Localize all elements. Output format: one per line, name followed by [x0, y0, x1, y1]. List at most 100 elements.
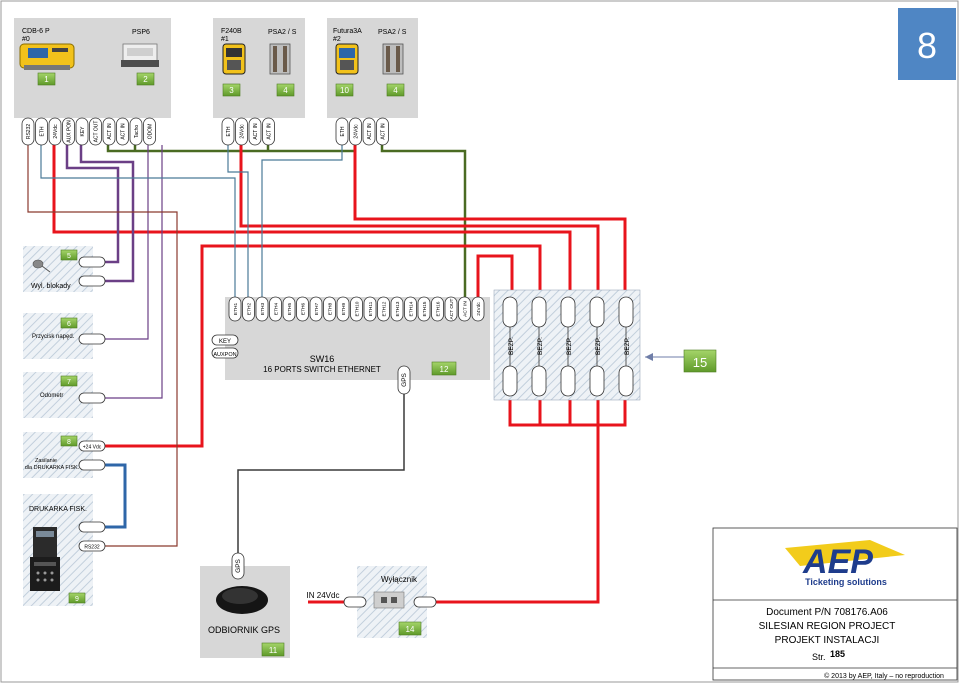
svg-text:ACT IN: ACT IN [121, 123, 127, 140]
svg-text:AUXPON: AUXPON [213, 352, 236, 358]
svg-text:ETH12: ETH12 [382, 301, 388, 316]
wire-eth-1 [40, 145, 236, 297]
svg-text:ACT IN: ACT IN [267, 123, 273, 140]
switch-key-port: KEY [211, 334, 239, 346]
port-f240-1: 24Vdc [235, 117, 248, 146]
switch-port-15: ETH16 [431, 296, 444, 322]
badge-4a: 4 [276, 83, 295, 97]
device-name-psa2-2: PSA2 / S [378, 29, 407, 36]
switch-port-2: ETH3 [255, 296, 269, 322]
badge-3: 3 [222, 83, 241, 97]
svg-text:ACT IN: ACT IN [463, 301, 469, 317]
device-name-psp6: PSP6 [132, 29, 150, 36]
port-futura-3: ACT IN [376, 117, 389, 146]
switch-gps-port: GPS [397, 365, 411, 395]
switch-port-18: 24Vdc [471, 296, 485, 322]
svg-text:KEY: KEY [80, 126, 86, 137]
port-f240-3: ACT IN [262, 117, 275, 146]
wire-24v-3 [353, 145, 627, 297]
badge-15: 15 [683, 349, 717, 373]
svg-text:ETH14: ETH14 [409, 301, 415, 316]
svg-text:BEZP.: BEZP. [566, 337, 573, 355]
svg-text:ETH: ETH [340, 126, 346, 136]
switch-port-17: ACT IN [458, 296, 471, 322]
wire-24v-main [427, 400, 600, 604]
fuse-2: BEZP. [531, 296, 547, 397]
switch-port-16: ACT OUT [444, 296, 458, 322]
svg-text:2: 2 [143, 75, 148, 84]
wire-24v-2 [239, 145, 600, 297]
svg-text:BEZP.: BEZP. [595, 337, 602, 355]
wiring [27, 145, 684, 604]
svg-text:ETH7: ETH7 [314, 303, 320, 316]
port-f240-0: ETH [221, 117, 235, 146]
page-number: 185 [830, 649, 845, 659]
svg-text:AUX PON: AUX PON [67, 120, 73, 143]
key-switch-icon [32, 259, 44, 269]
svg-text:RS232: RS232 [84, 545, 100, 551]
switch-port-7: ETH8 [323, 296, 336, 322]
port-cdb-1: ETH [35, 117, 48, 146]
install-title: PROJEKT INSTALACJI [775, 635, 880, 646]
switch-port-11: ETH12 [377, 296, 390, 322]
port-cdb-9: ODOM [143, 117, 156, 146]
fuse-3: BEZP. [560, 296, 576, 397]
badge-10: 10 [335, 83, 354, 97]
badge-4b: 4 [386, 83, 405, 97]
svg-text:11: 11 [269, 646, 278, 655]
svg-text:ETH2: ETH2 [247, 303, 253, 316]
port-cdb-3: AUX PON [62, 117, 75, 146]
svg-text:ETH6: ETH6 [301, 303, 307, 316]
left-connector-6 [78, 521, 106, 533]
svg-text:ACT IN: ACT IN [381, 123, 387, 140]
f240b-device-icon [222, 43, 246, 75]
fuse-1: BEZP. [502, 296, 518, 397]
device-name-cdb6: CDB-6 P [22, 28, 50, 35]
main-switch-in-port [343, 596, 367, 608]
badge-1: 1 [37, 72, 56, 86]
wire-24v-sw [476, 254, 514, 297]
cdb6-device-icon [19, 43, 75, 70]
svg-text:ETH3: ETH3 [260, 303, 266, 316]
svg-text:6: 6 [67, 321, 71, 328]
switch-port-8: ETH9 [336, 296, 350, 322]
svg-text:ACT IN: ACT IN [367, 123, 373, 140]
svg-text:5: 5 [67, 253, 71, 260]
svg-text:24Vdc: 24Vdc [354, 124, 360, 139]
device-name-f240b: F240B [221, 28, 242, 35]
switch-port-4: ETH5 [282, 296, 296, 322]
port-cdb-6: ACT IN [102, 117, 116, 146]
device-name-psa2-1: PSA2 / S [268, 29, 297, 36]
switch-port-3: ETH4 [269, 296, 282, 322]
device-sub-futura3a: #2 [333, 36, 341, 43]
switch-port-6: ETH7 [309, 296, 323, 322]
breaker-icon [373, 591, 405, 609]
svg-text:1: 1 [44, 75, 49, 84]
svg-text:ODOM: ODOM [148, 124, 154, 140]
left-connector-7: RS232 [78, 540, 106, 552]
printer-icon [30, 527, 60, 591]
svg-text:ETH4: ETH4 [274, 303, 280, 316]
port-futura-0: ETH [335, 117, 349, 146]
svg-text:10: 10 [340, 86, 349, 95]
svg-text:9: 9 [75, 596, 79, 603]
port-futura-1: 24Vdc [349, 117, 362, 146]
switch-port-14: ETH15 [417, 296, 431, 322]
left-connector-4: +24 Vdc [78, 440, 106, 452]
wire-act-2 [380, 145, 467, 297]
port-cdb-7: ACT IN [116, 117, 129, 146]
port-cdb-4: KEY [75, 117, 89, 146]
left-connector-0 [78, 256, 106, 268]
psa2-device-icon-2 [382, 43, 404, 75]
label-zasilanie-1: Zasilanie [35, 458, 57, 464]
wire-gps [237, 393, 405, 555]
svg-text:24Vdc: 24Vdc [240, 124, 246, 139]
svg-text:8: 8 [67, 439, 71, 446]
svg-text:ETH1: ETH1 [233, 303, 239, 316]
svg-text:ETH13: ETH13 [395, 301, 401, 316]
fuse-5: BEZP. [618, 296, 634, 397]
svg-text:ACT IN: ACT IN [253, 123, 259, 140]
